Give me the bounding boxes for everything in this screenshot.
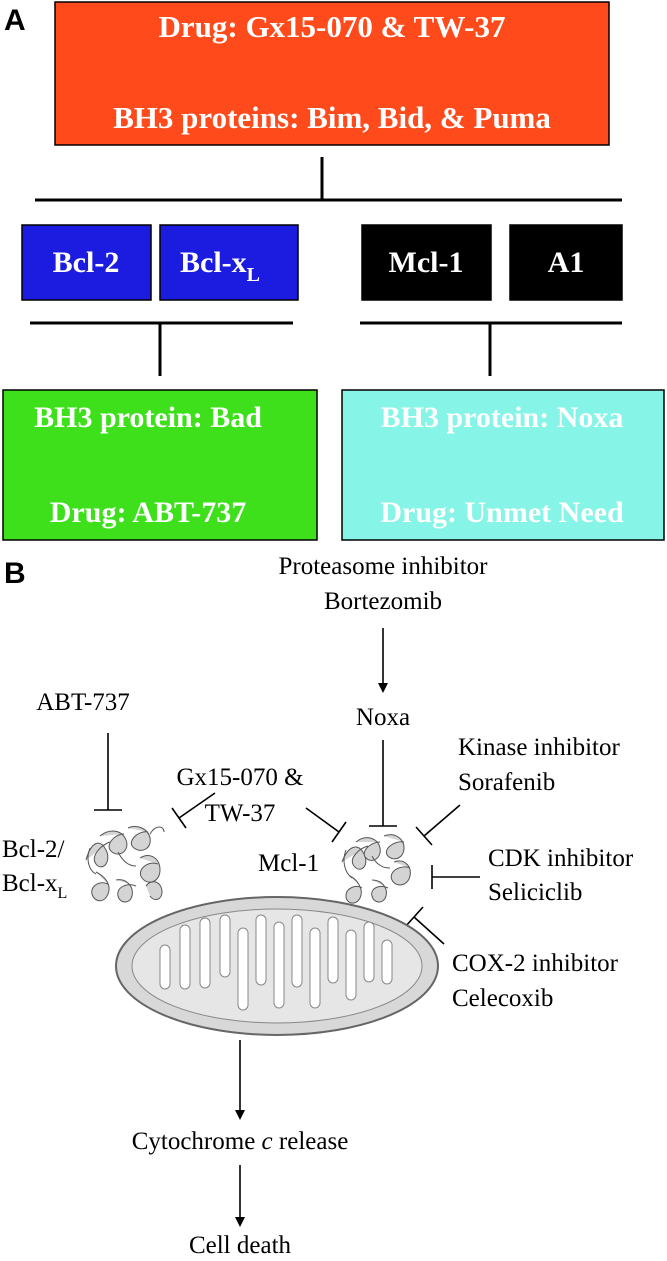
bcl2-box	[21, 224, 152, 301]
mcl-label: Mcl-1	[258, 850, 319, 877]
cox-line1: COX-2 inhibitor	[452, 950, 619, 977]
bcl2-label: Bcl-2	[53, 246, 120, 279]
kinase-inhibition	[415, 804, 461, 846]
mcl1-box	[361, 224, 492, 301]
bad-box	[2, 389, 318, 541]
bclxl-label-sub: L	[247, 264, 260, 286]
bclxl-label-main: Bcl-x	[180, 246, 247, 279]
noxa-box-line1: BH3 protein: Noxa	[381, 401, 624, 434]
cytochrome-text: Cytochrome c release	[132, 1128, 349, 1155]
mcl1-label: Mcl-1	[389, 246, 464, 279]
cdk-line1: CDK inhibitor	[488, 845, 634, 872]
top-box-line2: BH3 proteins: Bim, Bid, & Puma	[113, 100, 551, 135]
gx-mcl-inhibition	[305, 807, 347, 843]
a1-box	[509, 224, 623, 301]
a1-label: A1	[548, 246, 585, 279]
noxa-text: Noxa	[356, 704, 410, 731]
noxa-inhibition	[369, 740, 397, 827]
bcl2-protein-structure	[85, 825, 165, 903]
bcl-label-line2-main: Bcl-x	[2, 870, 58, 897]
bclxl-box	[159, 224, 299, 301]
top-drug-box	[54, 1, 610, 146]
bcl-label-line1: Bcl-2/	[2, 836, 65, 863]
panel-a-label: A	[4, 4, 26, 37]
proteasome-line1: Proteasome inhibitor	[279, 553, 489, 580]
cytochrome-post: release	[273, 1128, 349, 1155]
cytochrome-pre: Cytochrome	[132, 1128, 262, 1155]
cell-death-text: Cell death	[189, 1232, 292, 1259]
gx-line1: Gx15-070 &	[176, 764, 303, 791]
gx-line2: TW-37	[205, 800, 276, 827]
cytochrome-italic: c	[262, 1128, 273, 1155]
abt-text: ABT-737	[36, 689, 130, 716]
bclxl-label: Bcl-xL	[180, 246, 260, 286]
bad-box-line1: BH3 protein: Bad	[34, 401, 262, 434]
cdk-line2: Seliciclib	[488, 879, 582, 906]
noxa-box-line2: Drug: Unmet Need	[380, 496, 624, 529]
cox-line2: Celecoxib	[452, 985, 553, 1012]
mitochondrion	[115, 896, 439, 1036]
panel-b-label: B	[4, 557, 26, 590]
bcl-label-line2-sub: L	[58, 885, 68, 902]
kinase-line1: Kinase inhibitor	[458, 734, 620, 761]
cdk-inhibition	[431, 865, 480, 889]
top-box-line1: Drug: Gx15-070 & TW-37	[158, 9, 505, 44]
mcl1-protein-structure	[341, 834, 411, 904]
bcl-label-line2: Bcl-xL	[2, 870, 67, 902]
abt-inhibition	[94, 733, 122, 811]
cox-inhibition	[404, 906, 445, 945]
bad-box-line2: Drug: ABT-737	[50, 496, 246, 529]
noxa-box	[341, 389, 665, 541]
proteasome-line2: Bortezomib	[324, 588, 442, 615]
gx-bcl-inhibition	[171, 792, 216, 829]
kinase-line2: Sorafenib	[458, 769, 555, 796]
